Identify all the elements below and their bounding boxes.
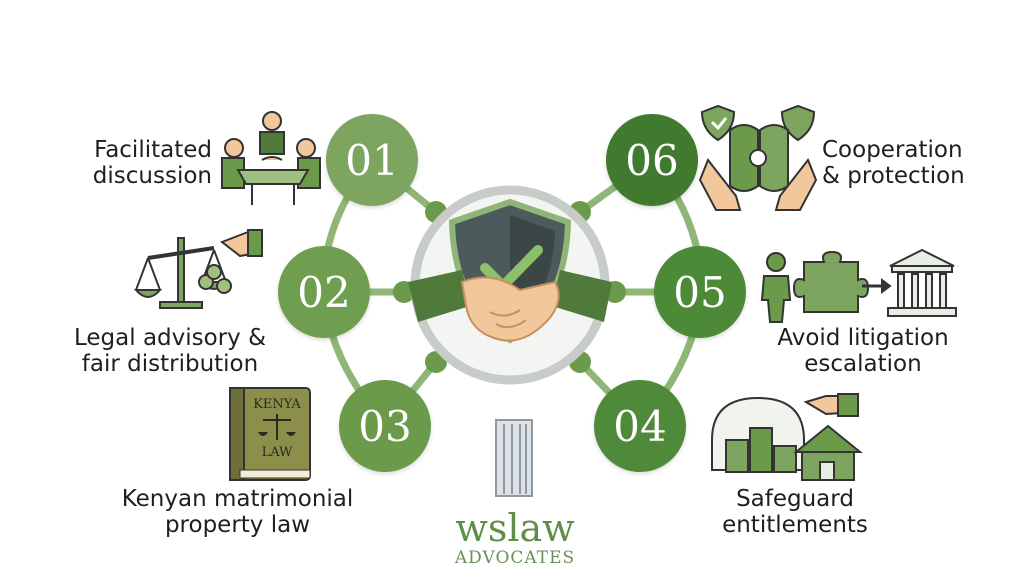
label-line: Facilitated [94, 137, 212, 163]
junction-dots [393, 201, 626, 373]
hands-shields-icon [698, 104, 818, 211]
step-label-02: Legal advisory & fair distribution [55, 325, 285, 377]
kenya-law-book-icon: KENYA LAW [229, 387, 311, 481]
step-label-04: Safeguard entitlements [690, 486, 900, 538]
label-line: & protection [822, 163, 965, 189]
label-line: Safeguard [736, 486, 854, 512]
handshake-icon [408, 270, 612, 342]
label-line: Avoid litigation [777, 325, 949, 351]
company-logo: wslaw ADVOCATES [440, 508, 590, 568]
book-title: KENYA [253, 397, 301, 412]
coins-house-icon [711, 393, 863, 481]
meeting-table-icon [221, 111, 321, 205]
label-line: Kenyan matrimonial [121, 486, 354, 512]
step-label-05: Avoid litigation escalation [748, 325, 978, 377]
label-line: fair distribution [81, 351, 259, 377]
step-number-03: 03 [339, 380, 431, 472]
step-label-03: Kenyan matrimonial property law [100, 486, 375, 538]
scales-icon [133, 229, 263, 309]
step-label-01: Facilitated discussion [93, 137, 212, 189]
person-puzzle-court-icon [760, 248, 957, 323]
step-label-06: Cooperation & protection [822, 137, 965, 189]
step-number-01: 01 [326, 114, 418, 206]
label-line: discussion [92, 163, 212, 189]
label-line: property law [164, 512, 311, 538]
book-subtitle: LAW [262, 445, 293, 460]
logo-brand: wslaw [455, 506, 575, 550]
step-number-04: 04 [594, 380, 686, 472]
step-number-05: 05 [654, 246, 746, 338]
label-line: Legal advisory & [73, 325, 267, 351]
label-line: entitlements [722, 512, 868, 538]
label-line: escalation [804, 351, 922, 377]
label-line: Cooperation [822, 137, 963, 163]
building-icon [495, 419, 533, 497]
step-number-06: 06 [606, 114, 698, 206]
logo-subtitle: ADVOCATES [454, 548, 576, 568]
step-number-02: 02 [278, 246, 370, 338]
